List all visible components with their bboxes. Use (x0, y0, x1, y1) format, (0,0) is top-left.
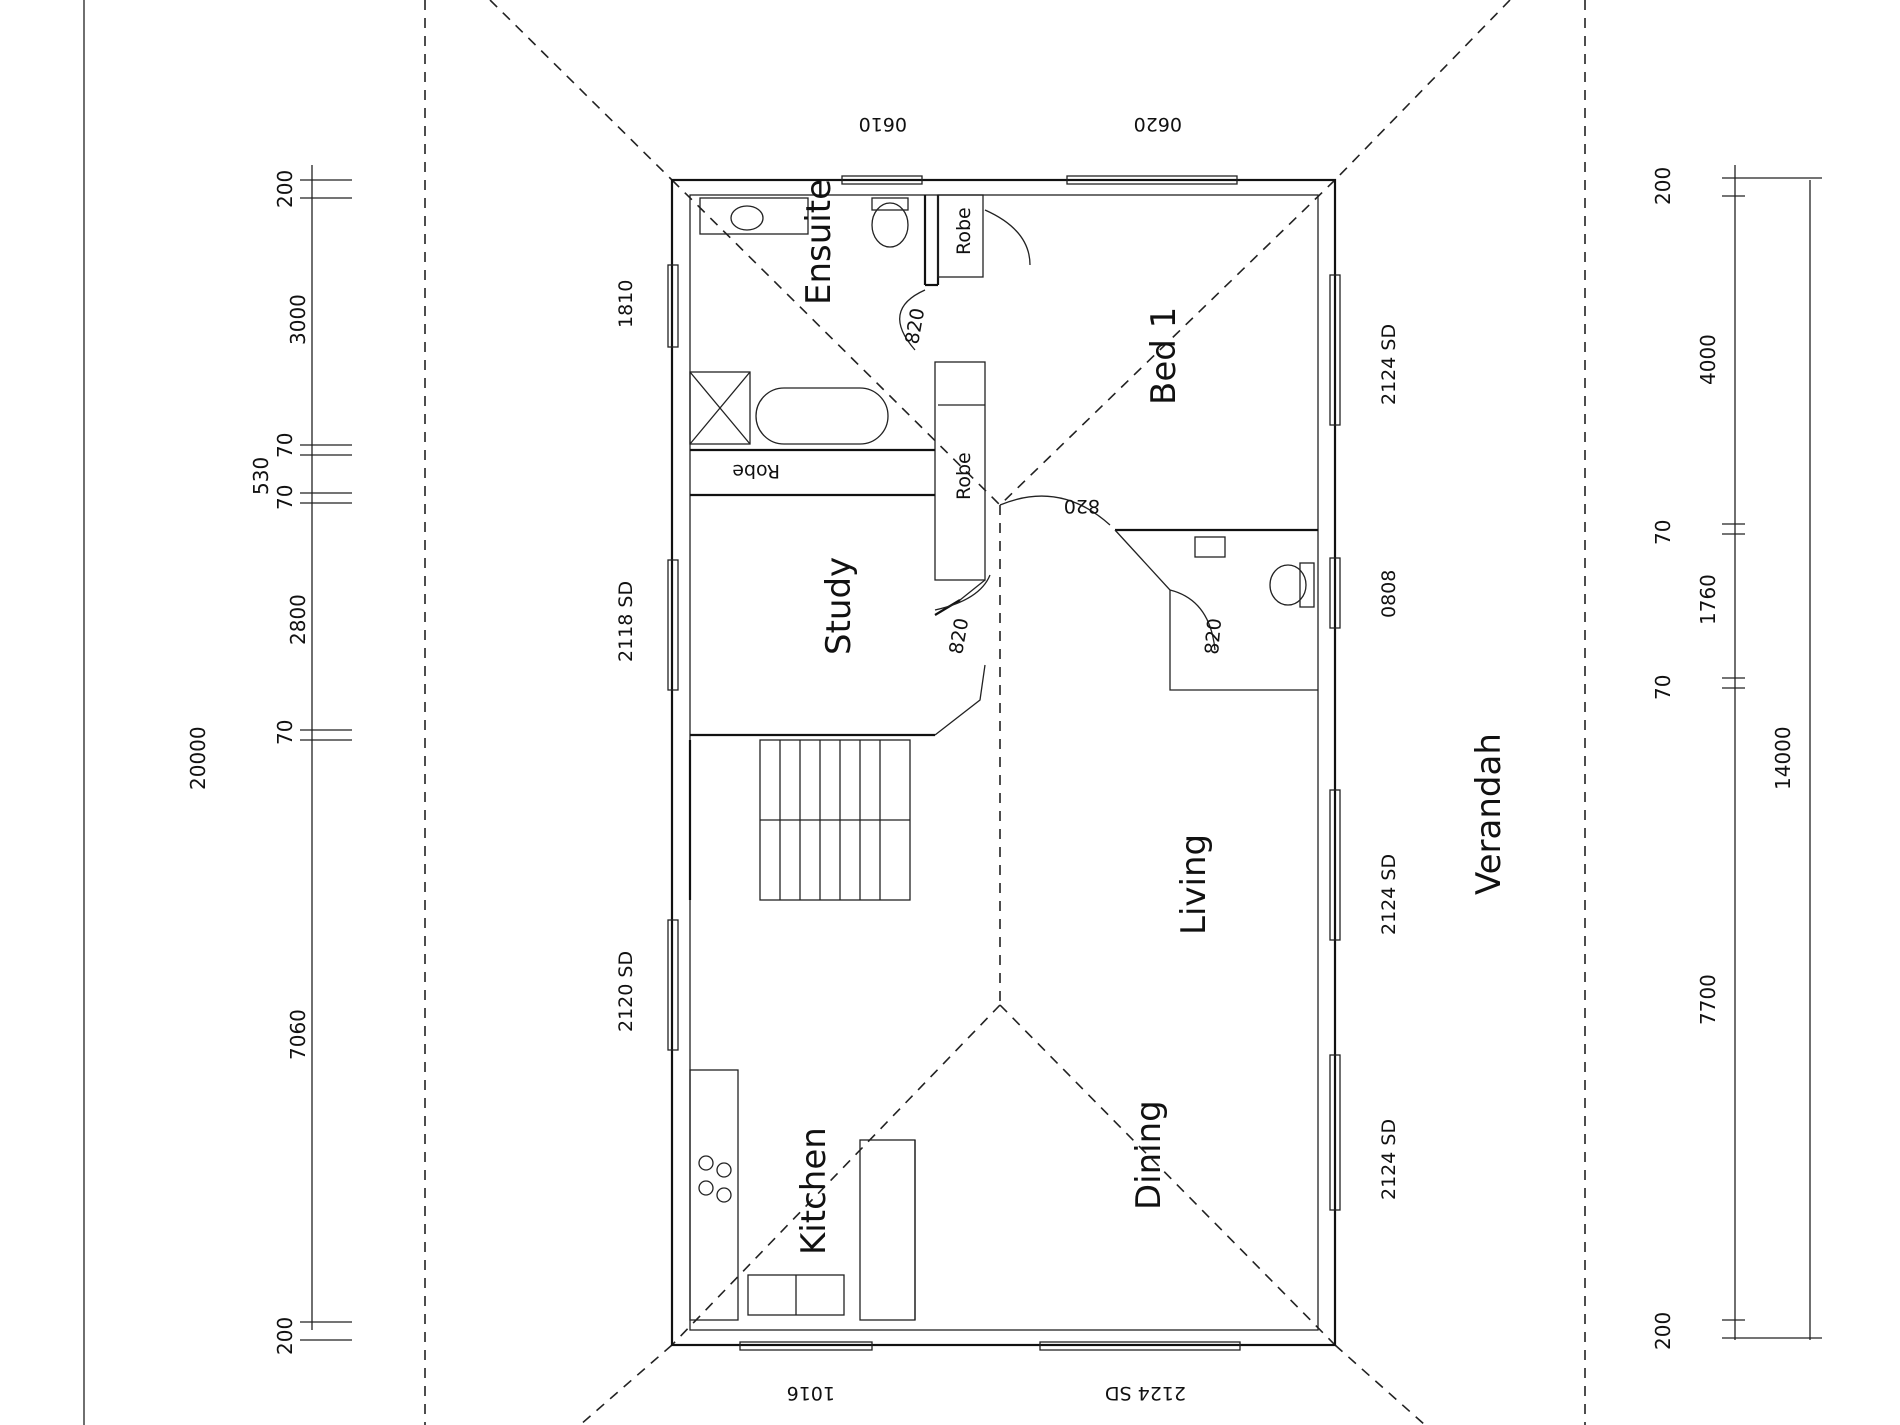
room-label-study: Study (819, 557, 859, 655)
window-marks (667, 175, 1341, 1351)
window-label-left-lower: 2120 SD (615, 951, 637, 1032)
window-label-bottom-right: 2124 SD (1105, 1382, 1186, 1404)
window-label-top-left: 0610 (859, 113, 907, 135)
dim-left-70-b: 70 (273, 485, 297, 510)
dim-right-70-b: 70 (1651, 675, 1675, 700)
door-label-study: 820 (945, 616, 973, 656)
door-label-bed: 820 (1064, 495, 1100, 517)
window-label-bottom-left: 1016 (787, 1382, 835, 1404)
room-label-bed1: Bed 1 (1144, 307, 1184, 405)
dim-right-7700: 7700 (1696, 974, 1720, 1025)
room-label-robe-mid: Robe (732, 460, 780, 482)
dim-right-70-a: 70 (1651, 520, 1675, 545)
window-label-right-lower: 2124 SD (1378, 1119, 1400, 1200)
door-label-ensuite: 820 (901, 306, 929, 346)
dim-right-overall: 14000 (1771, 726, 1795, 790)
exterior-walls (670, 178, 1337, 1347)
dim-left-overall: 20000 (186, 726, 210, 790)
dim-left-530: 530 (249, 457, 273, 495)
room-label-kitchen: Kitchen (794, 1127, 834, 1255)
dim-right-4000: 4000 (1696, 334, 1720, 385)
room-label-robe-side: Robe (953, 452, 975, 500)
window-label-right-upper: 2124 SD (1378, 324, 1400, 405)
dim-left-70-a: 70 (273, 433, 297, 458)
window-label-left-mid: 2118 SD (615, 581, 637, 662)
window-label-right-mid: 2124 SD (1378, 854, 1400, 935)
roof-hip-lines (489, 0, 1511, 1425)
dim-left-200-bottom: 200 (273, 1317, 297, 1355)
room-label-verandah: Verandah (1469, 733, 1509, 895)
room-label-living: Living (1174, 834, 1214, 935)
right-dimension-chain (1722, 165, 1822, 1340)
room-label-ensuite: Ensuite (799, 179, 839, 305)
left-dimension-chain (300, 165, 352, 1341)
window-label-right-wc: 0808 (1378, 570, 1400, 618)
dim-left-200-top: 200 (273, 170, 297, 208)
dim-right-200-top: 200 (1651, 167, 1675, 205)
dim-right-1760: 1760 (1696, 574, 1720, 625)
dim-left-7060: 7060 (286, 1009, 310, 1060)
door-swings (899, 209, 1216, 651)
window-label-top-right: 0620 (1134, 113, 1182, 135)
door-label-wc: 820 (1201, 617, 1226, 655)
dim-left-70-c: 70 (273, 720, 297, 745)
dim-left-2800: 2800 (286, 594, 310, 645)
dim-left-3000: 3000 (286, 294, 310, 345)
dim-right-200-bottom: 200 (1651, 1312, 1675, 1350)
window-label-left-upper: 1810 (615, 280, 637, 328)
room-label-robe-top: Robe (953, 207, 975, 255)
interior-walls (688, 194, 1318, 1321)
room-label-dining: Dining (1129, 1100, 1169, 1210)
